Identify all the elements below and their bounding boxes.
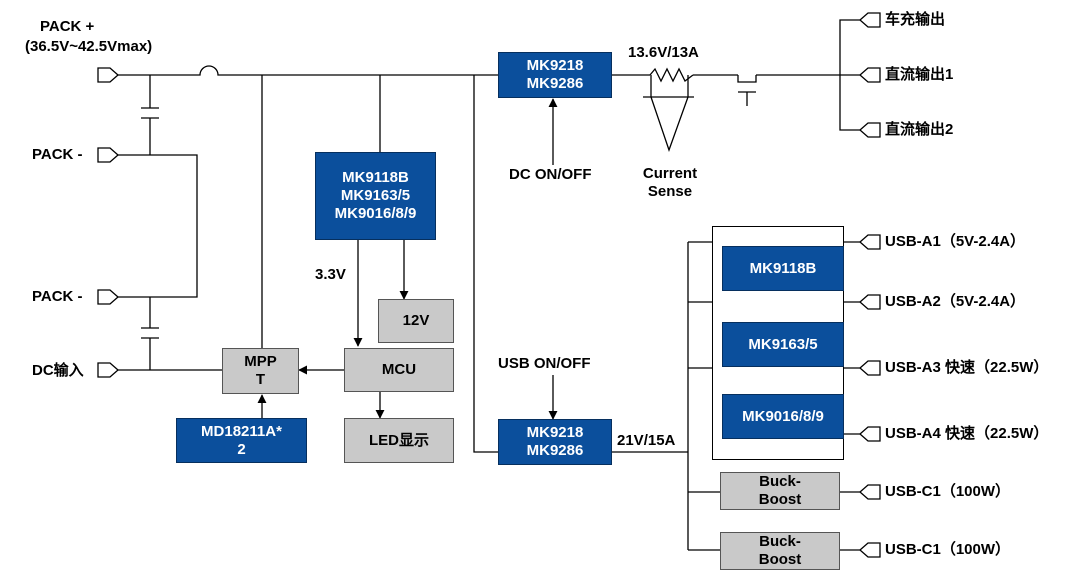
connector-usb-a4 [859, 426, 881, 442]
connector-usb-c1-a [859, 484, 881, 500]
usb-a34-chip-block: MK9016/8/9 [722, 394, 844, 439]
output-label-car: 车充输出 [885, 11, 946, 28]
usb-a1-chip-block: MK9118B [722, 246, 844, 291]
buck-boost-1-line-1: Buck- [759, 473, 801, 490]
pack-minus-2-label: PACK - [32, 288, 83, 305]
output-label-usb-c1-a: USB-C1（100W） [885, 483, 1011, 500]
usb-controller-feed-wire [473, 75, 498, 453]
mppt-block: MPP T [222, 348, 299, 394]
output-label-dc2: 直流输出2 [885, 121, 954, 138]
mppt-line-2: T [255, 371, 266, 388]
buck-boost-2-line-2: Boost [758, 551, 802, 568]
buck-boost-block-1: Buck- Boost [720, 472, 840, 510]
buck-boost-1-line-2: Boost [758, 491, 802, 508]
mppt-line-1: MPP [244, 353, 277, 370]
connector-out-dc2 [859, 122, 881, 138]
usb-onoff-label: USB ON/OFF [498, 355, 591, 372]
current-sense-label: Current Sense [630, 165, 710, 201]
output-label-usb-a3: USB-A3 快速（22.5W） [885, 359, 1049, 376]
pack-minus-1-label: PACK - [32, 146, 83, 163]
output-label-usb-a2: USB-A2（5V-2.4A） [885, 293, 1026, 310]
connector-pack-minus-1 [97, 147, 119, 163]
pack-range-label: (36.5V~42.5Vmax) [25, 38, 153, 55]
usb-branch-wires [688, 241, 720, 551]
main-bus-wire [118, 65, 498, 76]
connector-out-car [859, 12, 881, 28]
regulator-line-3: MK9016/8/9 [334, 205, 417, 222]
current-sense-line-1: Current [642, 165, 698, 182]
connector-usb-c1-b [859, 542, 881, 558]
connector-dc-input [97, 362, 119, 378]
top-controller-line-1: MK9218 [526, 57, 584, 74]
connector-usb-a3 [859, 360, 881, 376]
current-sense-line-2: Sense [647, 183, 693, 200]
connectors [97, 12, 881, 558]
output-label-dc1: 直流输出1 [885, 66, 954, 83]
regulator-line-2: MK9163/5 [340, 187, 411, 204]
md18211-block: MD18211A* 2 [176, 418, 307, 463]
md18211-line-2: 2 [237, 440, 246, 458]
signal-arrows [257, 98, 558, 420]
dc-input-label: DC输入 [32, 362, 84, 379]
regulator-block: MK9118B MK9163/5 MK9016/8/9 [315, 152, 436, 240]
usb-controller-block: MK9218 MK9286 [498, 419, 612, 465]
shunt-resistor [649, 67, 694, 83]
connector-pack-minus-2 [97, 289, 119, 305]
md18211-line-1: MD18211A* [201, 422, 282, 440]
output-label-usb-a1: USB-A1（5V-2.4A） [885, 233, 1026, 250]
top-controller-block: MK9218 MK9286 [498, 52, 612, 98]
current-sense-taps [643, 75, 694, 98]
usb-a2-chip-block: MK9163/5 [722, 322, 844, 367]
v12-block: 12V [378, 299, 454, 343]
connector-pack-plus [97, 67, 119, 83]
top-controller-line-2: MK9286 [526, 75, 584, 92]
connector-usb-a2 [859, 294, 881, 310]
output-branch-wires [839, 19, 860, 131]
capacitor-top [141, 75, 159, 155]
connector-usb-a1 [859, 234, 881, 250]
usb-controller-line-2: MK9286 [526, 442, 584, 459]
led-display-block: LED显示 [344, 418, 454, 463]
output-label-usb-a4: USB-A4 快速（22.5W） [885, 425, 1049, 442]
output-mosfet [737, 74, 860, 106]
pack-plus-label: PACK + [40, 18, 95, 35]
v33-label: 3.3V [315, 266, 346, 283]
current-sense-amp [650, 96, 689, 152]
capacitor-bottom [141, 297, 159, 370]
buck-boost-block-2: Buck- Boost [720, 532, 840, 570]
dc-onoff-label: DC ON/OFF [509, 166, 592, 183]
buck-boost-2-line-1: Buck- [759, 533, 801, 550]
usb-output-wires [840, 241, 860, 551]
regulator-line-1: MK9118B [342, 169, 409, 186]
v21-label: 21V/15A [617, 432, 676, 449]
output-label-usb-c1-b: USB-C1（100W） [885, 541, 1011, 558]
mcu-block: MCU [344, 348, 454, 392]
usb-controller-line-1: MK9218 [526, 424, 584, 441]
wires [118, 19, 860, 551]
connector-out-dc1 [859, 67, 881, 83]
shunt-rating-label: 13.6V/13A [628, 44, 699, 61]
pack-minus-rail [118, 154, 198, 298]
